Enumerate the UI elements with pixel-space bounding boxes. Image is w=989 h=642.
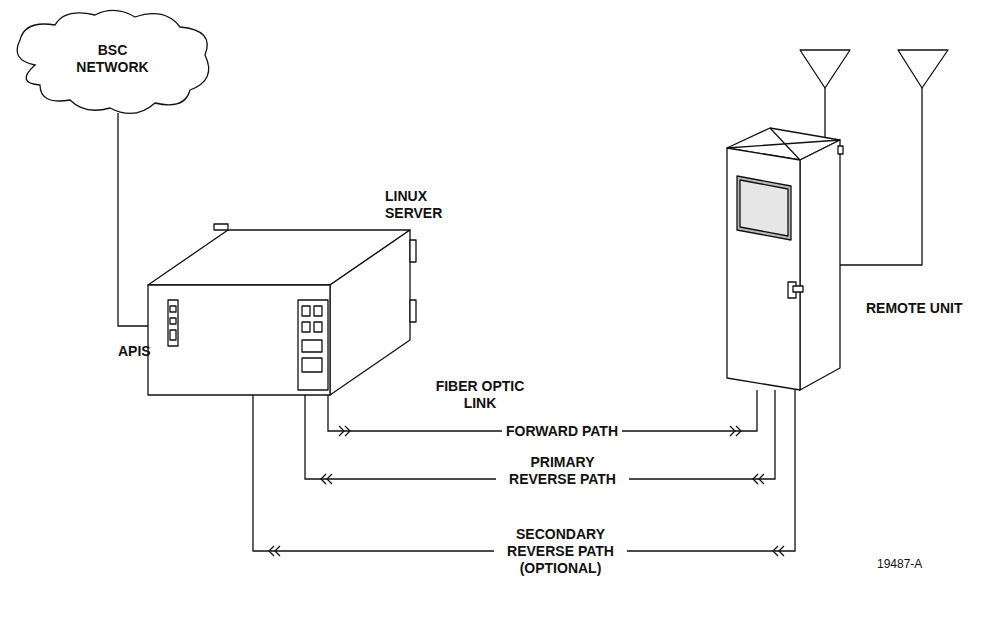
arrow-chevron: [753, 474, 758, 484]
arrow-chevron: [339, 426, 344, 436]
connector-line: [118, 113, 148, 326]
server-side: [330, 230, 410, 395]
port: [302, 322, 310, 332]
path-label: PRIMARY REVERSE PATH: [496, 454, 629, 488]
port: [302, 340, 322, 352]
mounting-ear: [410, 240, 416, 262]
arrow-chevron: [730, 426, 735, 436]
port-label: APIS: [118, 343, 151, 360]
arrow-chevron: [736, 426, 741, 436]
arrow-chevron: [759, 474, 764, 484]
mounting-ear: [410, 300, 416, 322]
antenna-feed: [840, 88, 922, 265]
arrow-chevron: [327, 474, 332, 484]
server-front: [148, 285, 330, 395]
mounting-ear: [214, 224, 228, 230]
housing-side: [800, 140, 840, 390]
path-label: FORWARD PATH: [502, 423, 622, 440]
arrow-chevron: [275, 546, 280, 556]
network-cloud: BSC NETWORK: [5, 5, 220, 113]
antenna-mast: [824, 88, 825, 138]
port: [314, 306, 322, 316]
arrow-chevron: [345, 426, 350, 436]
node-label: LINUX SERVER: [385, 188, 455, 222]
arrow-chevron: [779, 546, 784, 556]
port: [170, 306, 176, 312]
remote-node: REMOTE UNIT: [722, 125, 962, 390]
card-panel: [298, 300, 328, 390]
housing-front: [727, 148, 800, 390]
port: [302, 358, 322, 372]
antenna-symbol: [800, 50, 850, 88]
server-node: LINUX SERVER: [148, 180, 448, 395]
port: [170, 330, 176, 340]
card-panel: [168, 300, 178, 346]
antenna-symbol: [898, 50, 948, 88]
arrow-chevron: [773, 546, 778, 556]
door-latch: [793, 286, 803, 292]
figure-number: 19487-A: [877, 556, 922, 573]
housing-window: [737, 176, 791, 240]
cloud-shape: [17, 10, 209, 113]
arrow-chevron: [321, 474, 326, 484]
port: [302, 306, 310, 316]
housing-window-inner: [740, 180, 788, 236]
node-label: REMOTE UNIT: [866, 300, 962, 317]
hinge: [838, 146, 843, 154]
link-label: FIBER OPTIC LINK: [430, 378, 530, 412]
node-label: BSC NETWORK: [63, 42, 163, 76]
path-label: SECONDARY REVERSE PATH (OPTIONAL): [494, 526, 627, 577]
port: [314, 322, 322, 332]
port: [170, 318, 176, 324]
housing-roof-line: [727, 140, 840, 148]
fiber-connector: [118, 113, 148, 326]
server-chassis: [148, 224, 416, 395]
arrow-chevron: [269, 546, 274, 556]
remote-housing: [727, 50, 948, 390]
